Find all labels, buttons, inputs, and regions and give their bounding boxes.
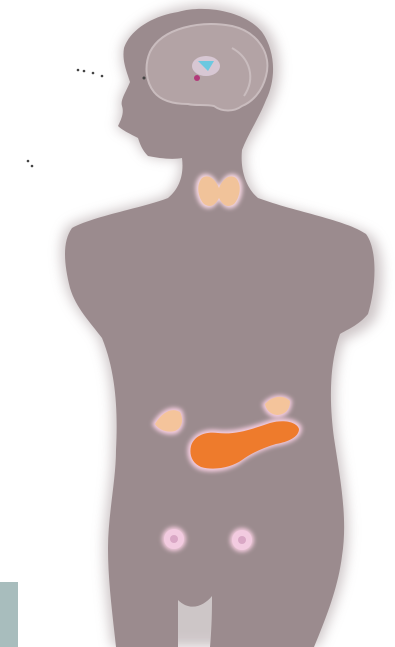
corner-tab xyxy=(0,582,18,647)
ovary-right xyxy=(230,528,254,552)
ovary-left xyxy=(162,527,186,551)
pineal-gland xyxy=(194,75,200,81)
